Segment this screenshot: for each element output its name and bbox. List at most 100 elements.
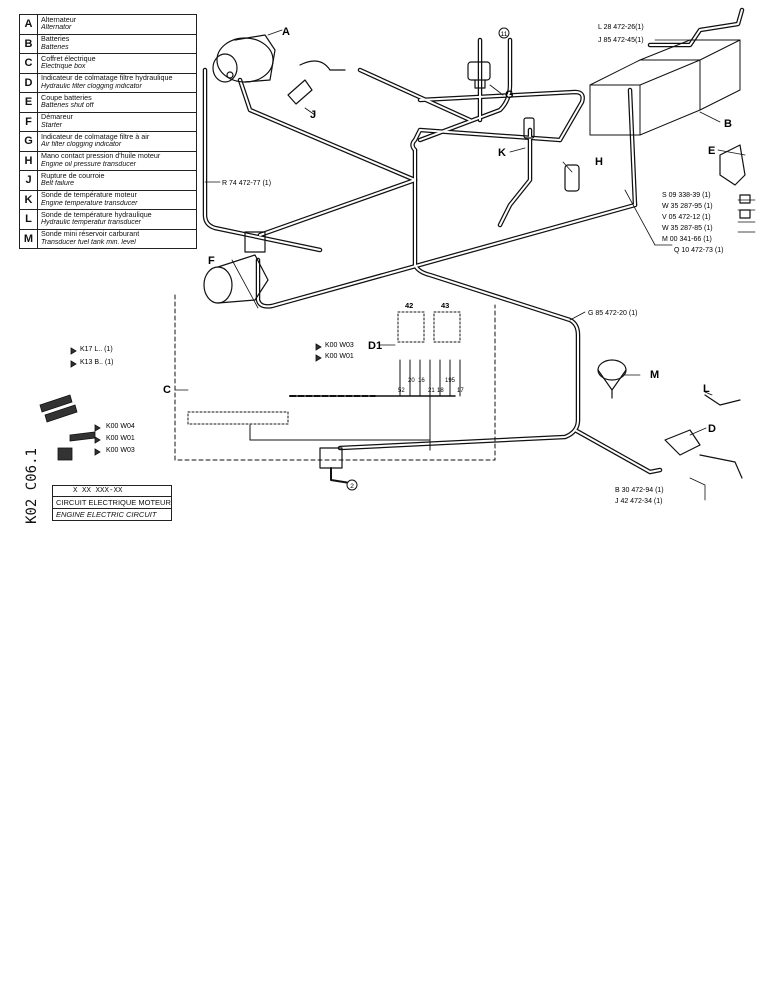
hydraulic-temp-sensor bbox=[704, 394, 741, 406]
legend-key: L bbox=[20, 210, 38, 229]
legend-label-en: Electrique box bbox=[41, 63, 86, 71]
hydraulic-filter-indicator bbox=[664, 429, 743, 479]
callout-j: J bbox=[310, 109, 316, 121]
legend-label-fr: Coupe batteries bbox=[41, 93, 92, 102]
air-filter-indicator bbox=[467, 61, 491, 89]
callout-k: K bbox=[498, 147, 506, 159]
legend-label-fr: Sonde de température hydraulique bbox=[41, 210, 152, 219]
legend-key: J bbox=[20, 171, 38, 190]
legend-label-en: Hydraulic filter clogging indicator bbox=[41, 82, 142, 90]
legend-key: G bbox=[20, 132, 38, 151]
engine-temp-sensor bbox=[523, 117, 535, 139]
legend-label-fr: Indicateur de colmatage filtre hydrauliq… bbox=[41, 74, 173, 83]
relay-number: 43 bbox=[441, 301, 449, 310]
legend-label-fr: Batteries bbox=[41, 35, 70, 44]
wire-number: 17 bbox=[457, 388, 464, 394]
connector-ref: K00 W04 bbox=[106, 423, 135, 430]
legend-label-en: Batteries shut off bbox=[41, 102, 94, 110]
legend-label-en: Engine oil pressure transducer bbox=[41, 160, 136, 168]
part-number: R 74 472-77 (1) bbox=[222, 180, 271, 187]
legend-key: B bbox=[20, 34, 38, 53]
circle-number-bottom bbox=[346, 479, 358, 491]
wire-number: 20 bbox=[408, 378, 415, 384]
legend-label-fr: Coffret électrique bbox=[41, 54, 96, 63]
relay-42 bbox=[397, 311, 425, 343]
legend-label-fr: Sonde mini réservoir carburant bbox=[41, 230, 140, 239]
part-number: L 28 472-26(1) bbox=[598, 24, 644, 31]
legend-label-en: Starter bbox=[41, 121, 63, 129]
part-number: Q 10 472-73 (1) bbox=[674, 247, 723, 254]
callout-d1: D1 bbox=[368, 340, 382, 352]
legend-label-en: Alternator bbox=[41, 24, 72, 32]
legend-key: K bbox=[20, 190, 38, 209]
legend-label-fr: Indicateur de colmatage filtre à air bbox=[41, 132, 150, 141]
wire-number: 21 bbox=[428, 388, 435, 394]
legend-key: E bbox=[20, 93, 38, 112]
part-number: S 09 338-39 (1) bbox=[662, 192, 711, 199]
legend-key: C bbox=[20, 54, 38, 73]
legend-label-en: Air filter clogging indicator bbox=[41, 141, 122, 149]
connector-pictograms bbox=[39, 343, 322, 461]
legend-label-en: Belt failure bbox=[41, 180, 75, 188]
callout-d: D bbox=[708, 423, 716, 435]
connector-ref: K00 W03 bbox=[106, 447, 135, 454]
legend-label-fr: Démareur bbox=[41, 113, 73, 122]
connector-ref: K13 B.. (1) bbox=[80, 359, 113, 366]
part-number: J 42 472-34 (1) bbox=[615, 498, 662, 505]
callout-l: L bbox=[703, 383, 710, 395]
title-block-ref: X XX XXX-XX bbox=[53, 486, 171, 497]
title-block-title-en: ENGINE ELECTRIC CIRCUIT bbox=[56, 510, 157, 519]
legend-label-fr: Alternateur bbox=[41, 15, 77, 24]
legend-label-fr: Sonde de température moteur bbox=[41, 191, 137, 200]
electric-box-outline bbox=[174, 294, 496, 461]
callout-m: M bbox=[650, 369, 659, 381]
batteries bbox=[589, 39, 741, 136]
part-number: W 35 287-95 (1) bbox=[662, 203, 713, 210]
circle-number-bottom-text: 2 bbox=[350, 483, 354, 490]
wire-number: 52 bbox=[398, 388, 405, 394]
callout-g: G bbox=[505, 89, 514, 101]
part-number: W 35 287-85 (1) bbox=[662, 225, 713, 232]
part-number: V 05 472-12 (1) bbox=[662, 214, 711, 221]
fuel-level-transducer bbox=[597, 359, 627, 399]
callout-h: H bbox=[595, 156, 603, 168]
belt-failure-sensor bbox=[287, 60, 346, 105]
callout-b: B bbox=[724, 118, 732, 130]
legend-label-en: Engine temperature transducer bbox=[41, 199, 138, 207]
wire-number: 195 bbox=[445, 378, 456, 384]
legend-key: M bbox=[20, 229, 38, 248]
legend-label-fr: Mano contact pression d'huile moteur bbox=[41, 152, 161, 161]
callout-a: A bbox=[282, 26, 290, 38]
part-number: J 85 472-45(1) bbox=[598, 37, 644, 44]
legend-key: D bbox=[20, 73, 38, 92]
part-number: B 30 472-94 (1) bbox=[615, 487, 664, 494]
battery-shutoff bbox=[719, 144, 751, 219]
wire-number: 18 bbox=[437, 388, 444, 394]
title-block-title-fr: CIRCUIT ELECTRIQUE MOTEUR bbox=[53, 497, 171, 509]
relay-43 bbox=[433, 311, 461, 343]
part-number: M 00 341-66 (1) bbox=[662, 236, 712, 243]
wire-number: 16 bbox=[418, 378, 425, 384]
connector-ref: K00 W03 bbox=[325, 342, 354, 349]
connector-ref: K00 W01 bbox=[106, 435, 135, 442]
legend-label-en: Transducer fuel tank min. level bbox=[41, 238, 136, 246]
connector-ref: K00 W01 bbox=[325, 353, 354, 360]
legend-label-en: Batteries bbox=[41, 43, 69, 51]
connector-ref: K17 L.. (1) bbox=[80, 346, 113, 353]
part-number: G 85 472-20 (1) bbox=[588, 310, 637, 317]
starter bbox=[203, 231, 269, 304]
callout-e: E bbox=[708, 145, 715, 157]
oil-pressure-transducer bbox=[564, 164, 580, 192]
